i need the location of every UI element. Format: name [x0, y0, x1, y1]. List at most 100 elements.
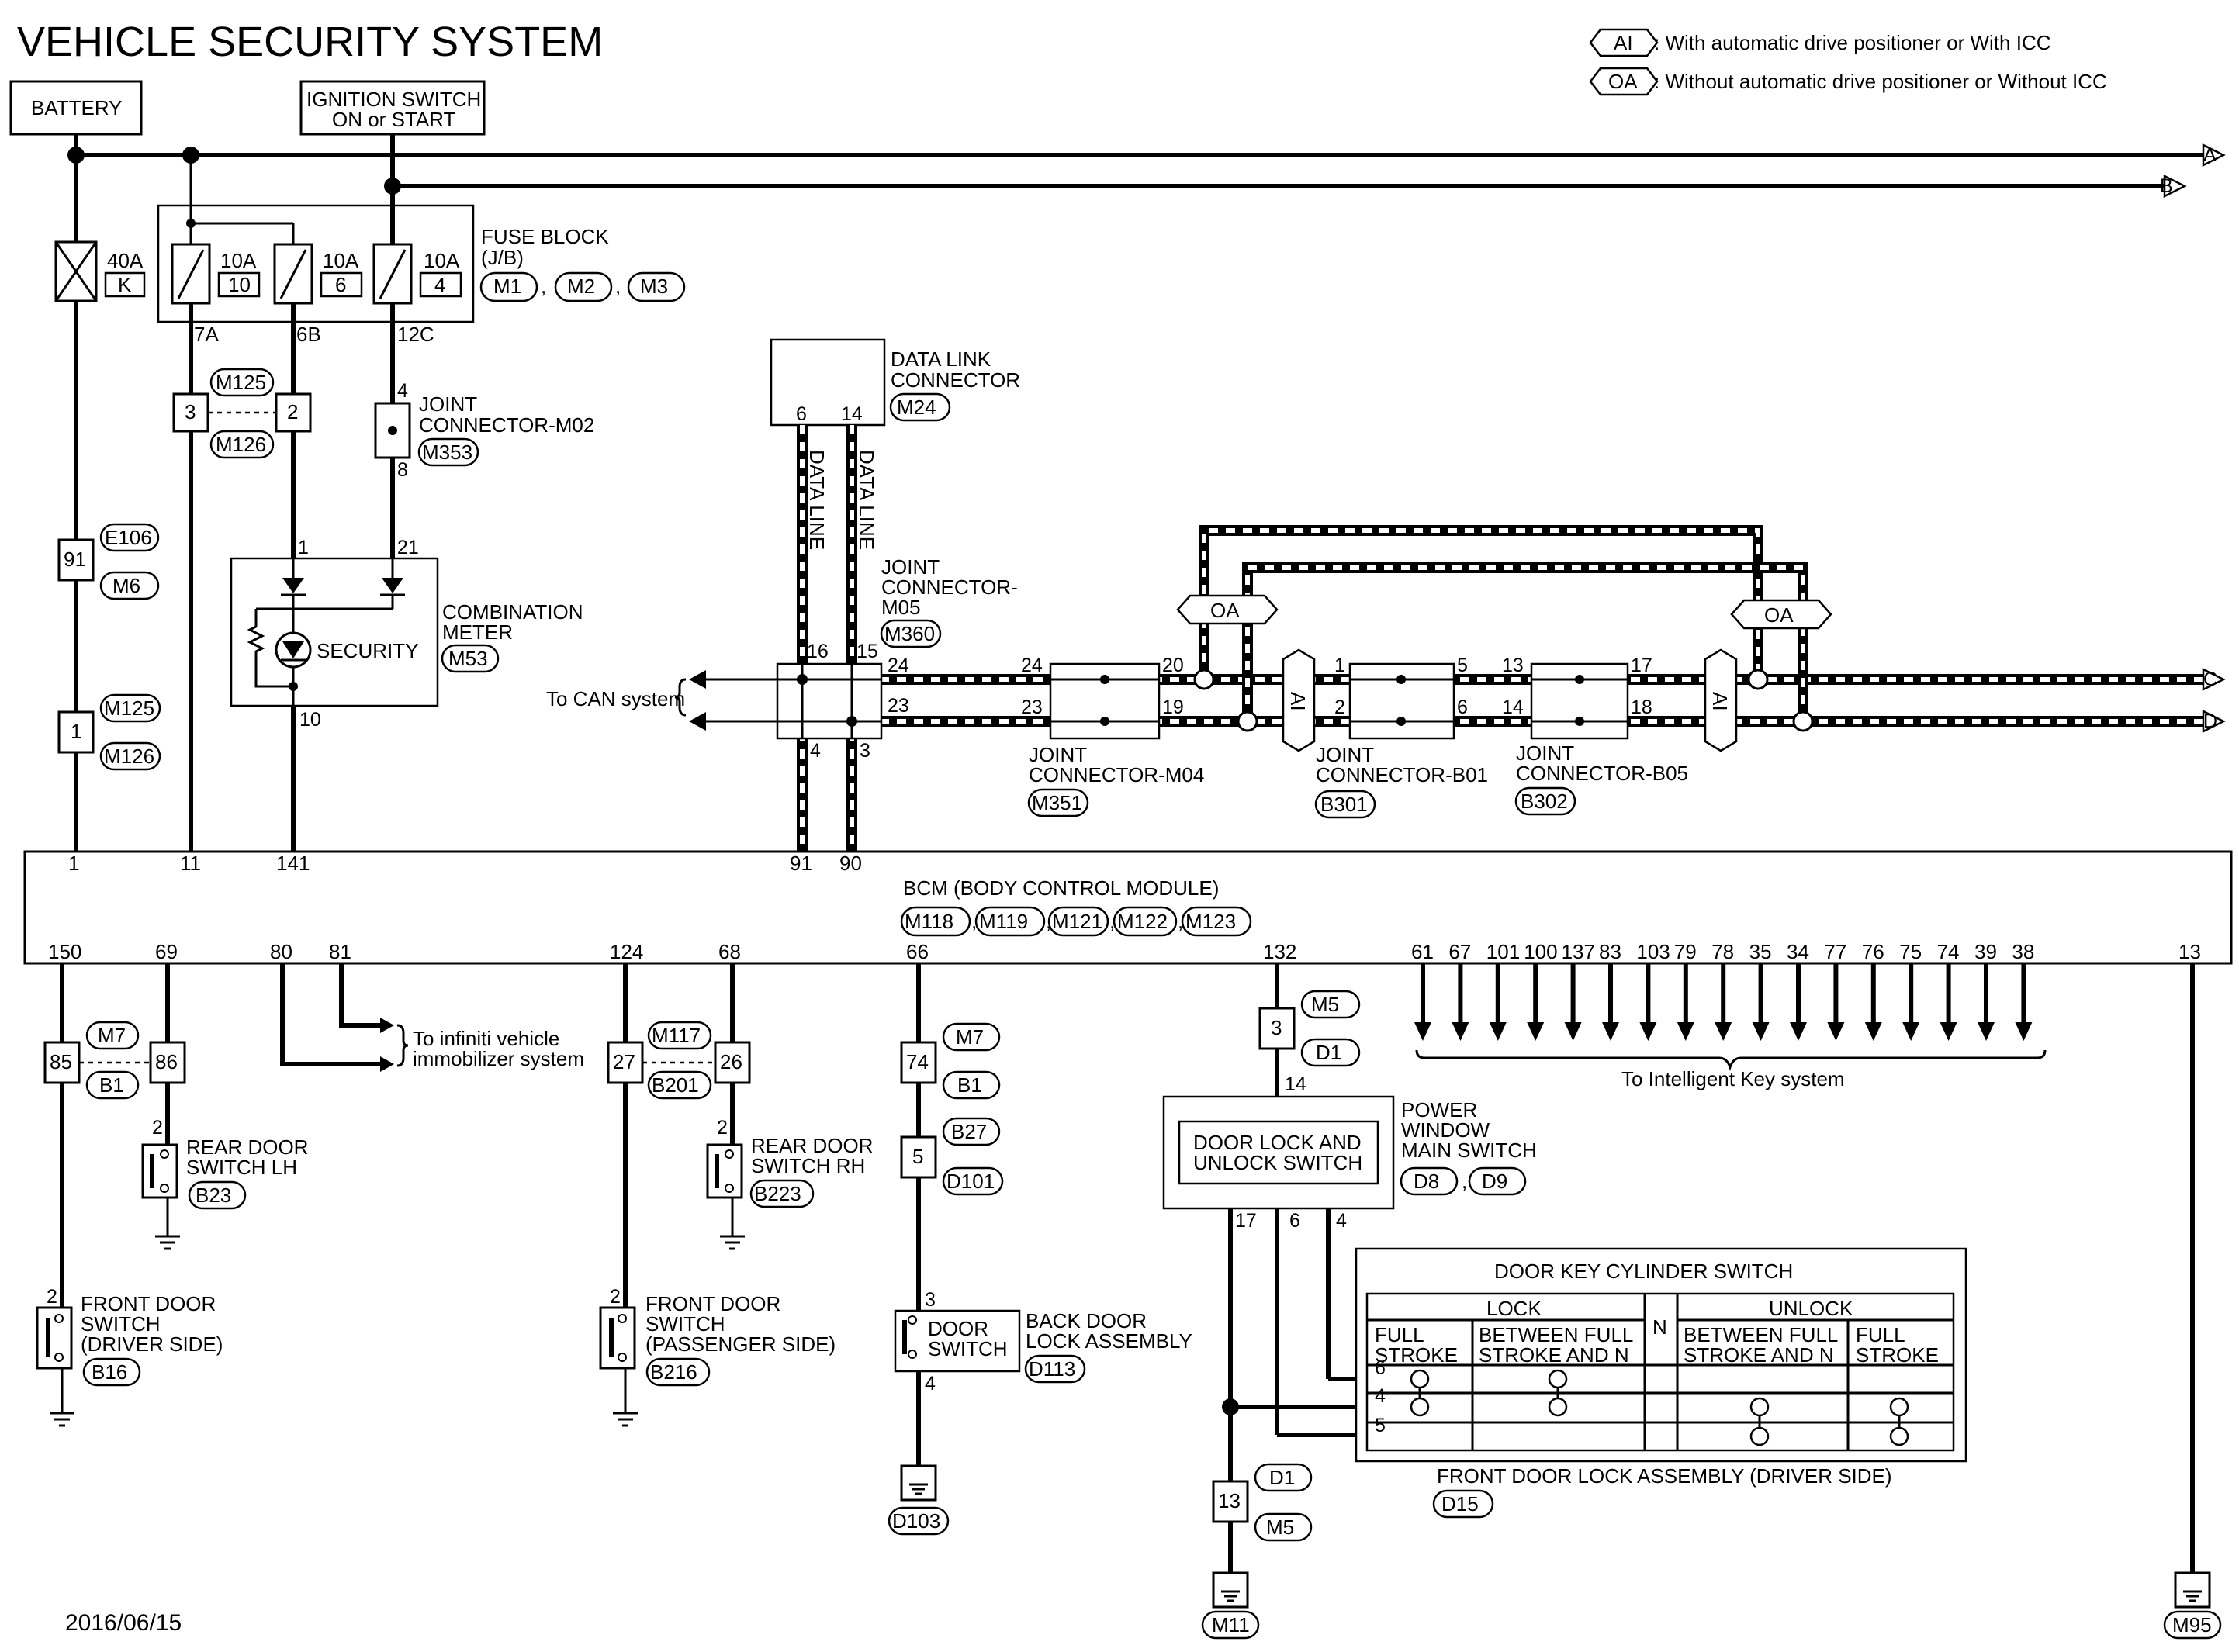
fuse-1-amp: 10A — [220, 249, 257, 272]
fuse-7a — [171, 243, 211, 305]
back-door-conn: D113 — [1029, 1357, 1075, 1381]
front-pass-label-2: SWITCH — [645, 1312, 725, 1336]
joint-connector-m02 — [374, 402, 411, 459]
conn5-conn-1: B27 — [951, 1120, 987, 1143]
connector-3 — [1258, 1007, 1296, 1050]
ikey-pin-label: 39 — [1974, 940, 1997, 963]
rear-door-switch-lh — [141, 1143, 178, 1199]
svg-text:OA: OA — [1210, 599, 1240, 622]
b05-conn: B302 — [1521, 790, 1568, 813]
ikey-arrow — [1752, 1022, 1770, 1041]
bcm-pin-68: 68 — [718, 940, 741, 963]
legend-ai-tag — [1589, 28, 1659, 57]
key-cylinder-table — [1365, 1292, 1955, 1452]
m04-conn: M351 — [1032, 791, 1082, 814]
fuse-block-name-2: (J/B) — [481, 246, 524, 269]
ikey-arrow — [1790, 1022, 1807, 1041]
svg-text:AI: AI — [1286, 692, 1310, 711]
contact-full-lock — [1410, 1369, 1430, 1417]
front-driver-label-1: FRONT DOOR — [81, 1292, 216, 1315]
legend-oa-text: : Without automatic drive positioner or … — [1654, 70, 2107, 93]
ikey-arrow — [1902, 1022, 1920, 1041]
m05-pin-16: 16 — [807, 641, 829, 662]
pw-pin-4: 4 — [1336, 1210, 1347, 1232]
connector-m125-pin3 — [172, 392, 209, 433]
ground-d103: D103 — [892, 1509, 940, 1533]
door-lock-unlock-switch — [1178, 1120, 1379, 1185]
e106-conn-1: E106 — [105, 526, 152, 549]
front-pass-label-1: FRONT DOOR — [645, 1292, 780, 1315]
m02-conn: M353 — [422, 441, 472, 464]
m05-pin-23: 23 — [888, 695, 909, 717]
data-line-label-2: DATA LINE — [855, 450, 878, 550]
front-driver-label-2: SWITCH — [81, 1312, 161, 1336]
dlc-pin-6: 6 — [796, 403, 807, 425]
ikey-pin-label: 74 — [1937, 940, 1960, 963]
conn13-pin: 13 — [1218, 1489, 1241, 1512]
bcm-pin-80: 80 — [270, 940, 292, 963]
arrow-b-label: B — [2160, 175, 2173, 197]
dlc-pin-14: 14 — [841, 403, 863, 425]
ground-m11: M11 — [1212, 1613, 1250, 1636]
ikey-pin-label: 79 — [1674, 940, 1697, 963]
arrow-a-label: A — [2203, 144, 2217, 166]
conn85-conn-1: M7 — [98, 1024, 126, 1047]
connector-86 — [149, 1041, 186, 1084]
ikey-arrow — [1527, 1022, 1545, 1041]
m125b-pin-2: 2 — [287, 400, 298, 423]
legend-ai-tag-text: AI — [1614, 31, 1633, 54]
fuse-2-pin: 6B — [296, 323, 321, 346]
fuse-6b — [273, 243, 313, 305]
ikey-pin-label: 38 — [2012, 940, 2034, 963]
ground-m95-box — [2174, 1571, 2211, 1609]
fuse-12c — [372, 243, 413, 305]
ikey-pin-label: 137 — [1562, 940, 1595, 963]
svg-text:,: , — [1462, 1170, 1467, 1193]
connector-85 — [43, 1041, 81, 1084]
contact-between-unlock — [1749, 1397, 1770, 1446]
conn27-pin-2: 26 — [720, 1050, 742, 1073]
fuse-block-name-1: FUSE BLOCK — [481, 225, 609, 248]
arrow-c — [2202, 667, 2226, 692]
connector-5 — [900, 1135, 937, 1179]
fuse-block — [157, 204, 475, 323]
svg-text:,: , — [971, 910, 977, 933]
bcm-pin-150: 150 — [48, 940, 81, 963]
b01-label-1: JOINT — [1316, 743, 1374, 766]
back-door-pin-top: 3 — [925, 1289, 936, 1311]
rear-rh-label-1: REAR DOOR — [751, 1134, 873, 1157]
b05-label-1: JOINT — [1516, 741, 1574, 765]
rear-rh-conn: B223 — [754, 1182, 801, 1205]
dkcs-pin-5: 5 — [1375, 1415, 1386, 1436]
conn5-conn-2: D101 — [946, 1170, 995, 1193]
b05-pin-17: 17 — [1631, 655, 1652, 676]
fuse-block-conn-2: M2 — [567, 275, 595, 298]
ikey-pin-label: 35 — [1749, 940, 1772, 963]
m04-pin-19: 19 — [1162, 696, 1184, 718]
legend-oa-tag — [1589, 67, 1659, 96]
dlc-label-2: CONNECTOR — [891, 368, 1020, 392]
front-driver-label-3: (DRIVER SIDE) — [81, 1332, 223, 1356]
svg-text:,: , — [1109, 910, 1115, 933]
meter-label-2: METER — [442, 620, 513, 644]
immobilizer-label-1: To infiniti vehicle — [413, 1027, 559, 1050]
front-driver-pin: 2 — [47, 1286, 57, 1308]
dkcs-title: DOOR KEY CYLINDER SWITCH — [1494, 1260, 1793, 1283]
m05-conn: M360 — [884, 622, 935, 645]
fuse-2-amp: 10A — [323, 249, 359, 272]
bcm-pin-13: 13 — [2178, 940, 2201, 963]
m02-label-2: CONNECTOR-M02 — [419, 413, 594, 437]
fuse-40a-num: K — [118, 273, 132, 296]
meter-conn: M53 — [448, 647, 488, 670]
svg-text:,: , — [541, 275, 546, 298]
ikey-arrow — [1602, 1022, 1619, 1041]
m04-label-2: CONNECTOR-M04 — [1029, 763, 1204, 786]
b05-pin-14: 14 — [1502, 696, 1524, 718]
ikey-pin-label: 83 — [1599, 940, 1621, 963]
legend: AI : With automatic drive positioner or … — [1589, 28, 2107, 96]
bcm-pin-69: 69 — [155, 940, 178, 963]
ikey-arrow — [1940, 1022, 1957, 1041]
ikey-pin-label: 67 — [1448, 940, 1471, 963]
dkcs-bf-1: BETWEEN FULL — [1479, 1323, 1633, 1346]
ikey-arrow — [1677, 1022, 1694, 1041]
